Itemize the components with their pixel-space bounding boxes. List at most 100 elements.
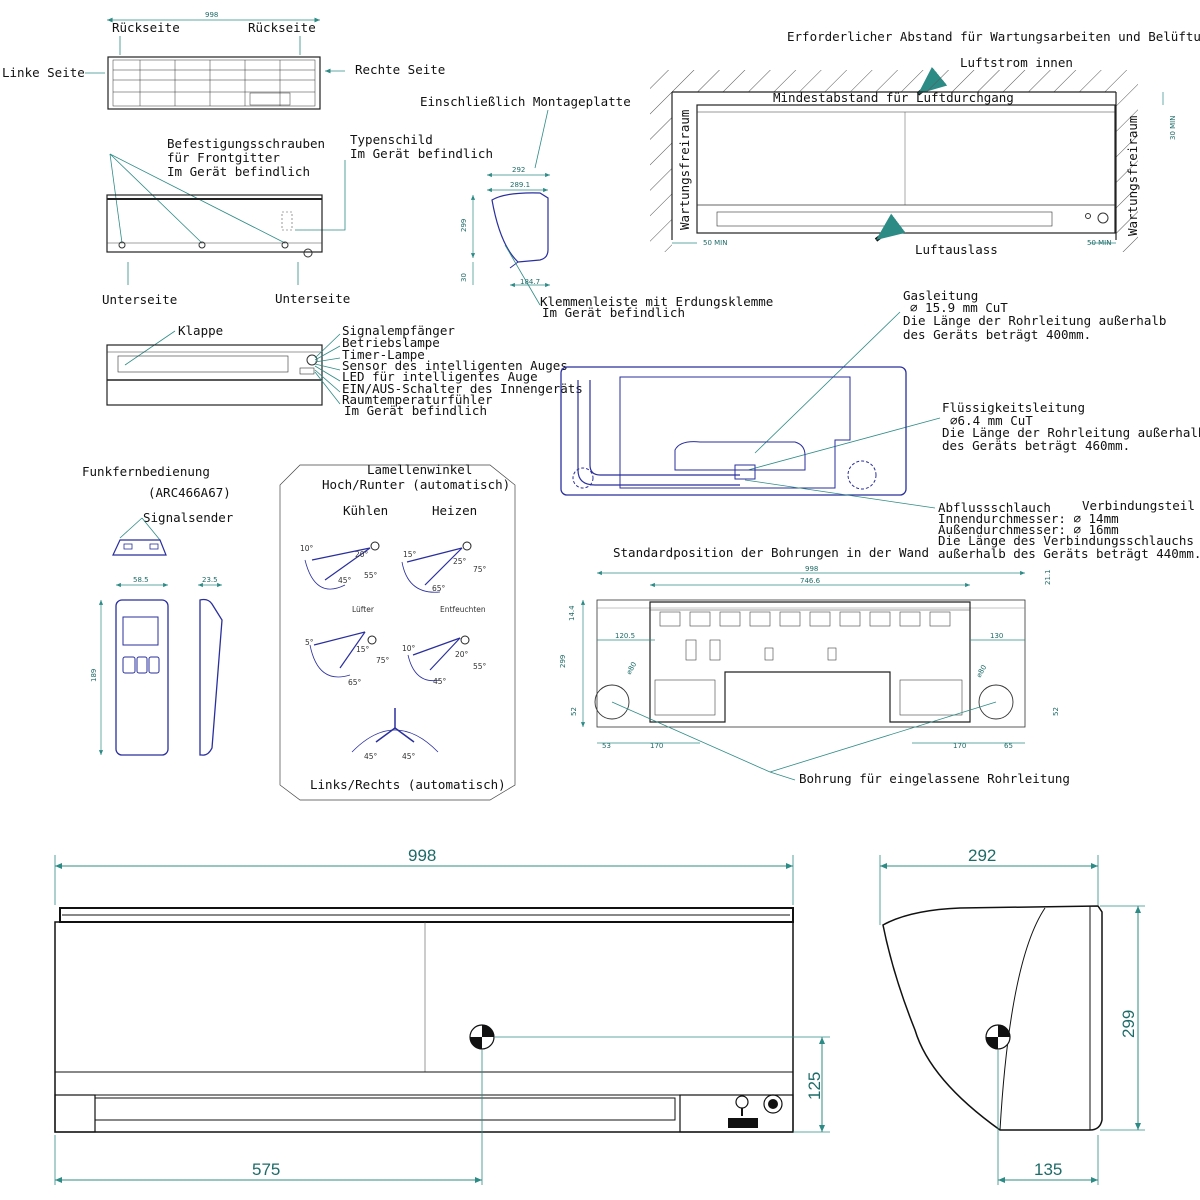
wall-hole-left — [594, 684, 630, 720]
left-side-label: Linke Seite — [2, 65, 85, 80]
top-min-label: 30 MIN — [1169, 116, 1177, 140]
right-min-label: 50 MIN — [1087, 239, 1111, 247]
bottom-label-left: Unterseite — [102, 292, 177, 307]
side-dim-299: 299 — [460, 219, 468, 232]
wall-dim-746: 746.6 — [800, 577, 821, 585]
rear-dim-width: 998 — [205, 11, 218, 19]
piping-view: Gasleitung ⌀ 15.9 mm CuT Die Länge der R… — [560, 288, 1200, 561]
fan-angle-15: 15° — [356, 645, 370, 654]
mounting-plate — [649, 601, 971, 723]
left-min-label: 50 MIN — [703, 239, 727, 247]
wall-dim-998: 998 — [805, 565, 818, 573]
lr-angle-right: 45° — [402, 752, 416, 761]
gas-line-4: des Geräts beträgt 400mm. — [903, 327, 1091, 342]
clearance-unit-outline — [696, 104, 1116, 234]
remote-side — [199, 598, 223, 756]
front-label-onoff-switch: EIN/AUS-Schalter des Innengeräts — [342, 381, 583, 396]
min-distance-label: Mindestabstand für Luftdurchgang — [773, 90, 1014, 105]
drain-detail-2: Außendurchmesser: ⌀ 16mm — [938, 522, 1119, 537]
lr-angle-left: 45° — [364, 752, 378, 761]
remote-title: Funkfernbedienung — [82, 464, 210, 479]
flap-label: Klappe — [178, 323, 223, 338]
wall-dim-299: 299 — [559, 655, 567, 668]
big-dim-center-x: 575 — [252, 1160, 280, 1179]
fan-angle-5: 5° — [305, 638, 314, 647]
big-dim-depth: 292 — [968, 846, 996, 865]
heat-label: Heizen — [432, 503, 477, 518]
rear-view: 998 Rückseite Rückseite Linke Seite Rech… — [2, 11, 445, 110]
cool-louver-diagram: 10° 20° 45° 55° — [300, 541, 380, 590]
front-label-inside: Im Gerät befindlich — [344, 403, 487, 418]
side-dim-289: 289.1 — [510, 181, 530, 189]
remote-dim-width: 58.5 — [133, 576, 149, 584]
wall-dim-14: 14.4 — [568, 605, 576, 621]
wall-dim-65: 65 — [1004, 742, 1013, 750]
airflow-in-label: Luftstrom innen — [960, 55, 1073, 70]
wall-dim-52-right: 52 — [1052, 707, 1060, 716]
large-side-view: 292 299 135 — [879, 846, 1145, 1185]
mounting-plate-label: Einschließlich Montageplatte — [420, 94, 631, 109]
bottom-label-right: Unterseite — [275, 291, 350, 306]
side-dim-184: 184.7 — [520, 278, 540, 286]
big-dim-height: 299 — [1119, 1010, 1138, 1038]
nameplate-line-2: Im Gerät befindlich — [350, 146, 493, 161]
right-side-label: Rechte Seite — [355, 62, 445, 77]
remote-top-view — [112, 539, 167, 556]
front-label-eye-sensor: Sensor des intelligenten Auges — [342, 358, 568, 373]
gas-line-1: Gasleitung — [903, 288, 978, 303]
front-label-receiver: Signalempfänger — [342, 323, 455, 338]
heat-angle-15: 15° — [403, 550, 417, 559]
left-right-louver-diagram: 45° 45° — [351, 708, 439, 761]
dry-angle-10: 10° — [402, 644, 416, 653]
wall-dim-52-left: 52 — [570, 707, 578, 716]
drain-detail-3: Die Länge des Verbindungsschlauchs — [938, 533, 1194, 548]
fan-label: Lüfter — [352, 605, 375, 614]
wall-dim-hole-right: ⌀80 — [975, 664, 988, 679]
side-small-body — [491, 192, 549, 263]
remote-view: Funkfernbedienung (ARC466A67) Signalsend… — [82, 464, 234, 756]
front-small-view: Klappe Signalempfänger Betriebslampe Tim… — [106, 323, 583, 418]
wall-unit-outline — [596, 599, 1026, 728]
fan-angle-75: 75° — [376, 656, 390, 665]
big-side-body — [882, 905, 1103, 1131]
wall-dim-170-left: 170 — [650, 742, 663, 750]
heat-angle-65: 65° — [432, 584, 446, 593]
big-dim-side-center: 135 — [1034, 1160, 1062, 1179]
wall-dim-53: 53 — [602, 742, 611, 750]
screws-line-2: für Frontgitter — [167, 150, 280, 165]
dry-angle-55: 55° — [473, 662, 487, 671]
terminal-line-2: Im Gerät befindlich — [542, 305, 685, 320]
remote-model: (ARC466A67) — [148, 485, 231, 500]
holes-label: Bohrung für eingelassene Rohrleitung — [799, 771, 1070, 786]
big-center-mark — [469, 1024, 495, 1050]
wall-dim-170-right: 170 — [953, 742, 966, 750]
drain-detail-4: außerhalb des Geräts beträgt 440mm. — [938, 546, 1200, 561]
dry-label: Entfeuchten — [440, 605, 486, 614]
outlet-label: Luftauslass — [915, 242, 998, 257]
louver-view: Lamellenwinkel Hoch/Runter (automatisch)… — [279, 462, 516, 801]
cool-angle-55: 55° — [364, 571, 378, 580]
top-unit-outline — [106, 194, 323, 253]
wall-dim-21: 21.1 — [1044, 569, 1052, 585]
front-label-room-sensor: Raumtemperaturfühler — [342, 392, 493, 407]
louver-subtitle: Hoch/Runter (automatisch) — [322, 477, 510, 492]
dry-angle-45: 45° — [433, 677, 447, 686]
front-label-timer-lamp: Timer-Lampe — [342, 347, 425, 362]
big-dim-center-h: 125 — [805, 1072, 824, 1100]
heat-louver-diagram: 15° 25° 65° 75° — [401, 541, 487, 593]
clearance-view: Erforderlicher Abstand für Wartungsarbei… — [650, 29, 1200, 257]
cool-angle-45: 45° — [338, 576, 352, 585]
remote-dim-height: 189 — [90, 669, 98, 682]
drain-title: Abflussschlauch — [938, 500, 1051, 515]
front-label-eye-led: LED für intelligentes Auge — [342, 369, 538, 384]
liquid-line-4: des Geräts beträgt 460mm. — [942, 438, 1130, 453]
dry-angle-20: 20° — [455, 650, 469, 659]
lr-label: Links/Rechts (automatisch) — [310, 777, 506, 792]
remote-front — [115, 599, 169, 756]
rear-unit-outline — [107, 56, 321, 110]
screws-line-1: Befestigungsschrauben — [167, 136, 325, 151]
large-front-view: 998 125 575 — [54, 846, 830, 1185]
nameplate-line-1: Typenschild — [350, 132, 433, 147]
cool-label: Kühlen — [343, 503, 388, 518]
